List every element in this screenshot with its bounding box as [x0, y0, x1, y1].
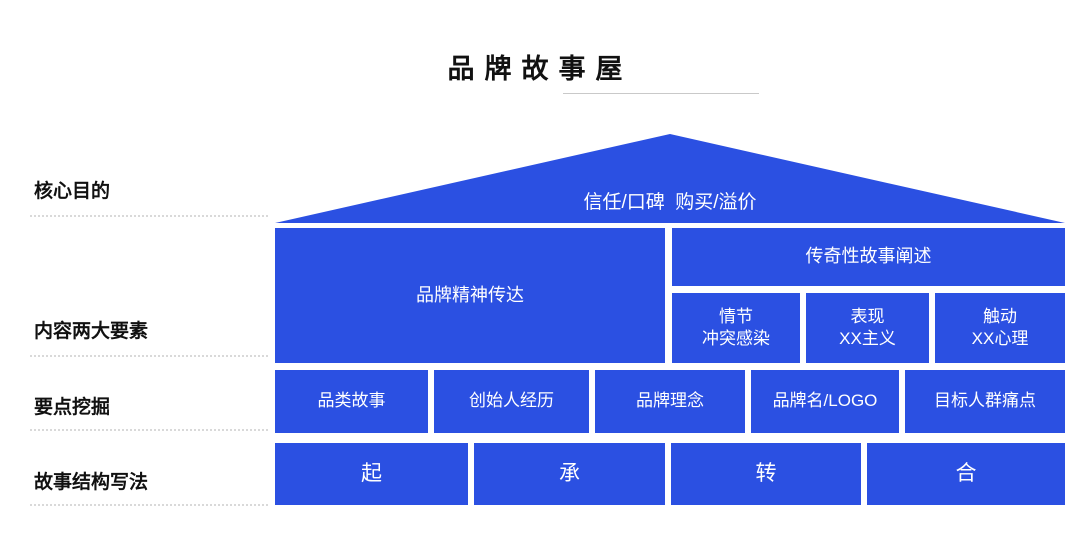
block-express-ism-line1: 表现 [850, 306, 885, 326]
row-label-content-elements: 内容两大要素 [34, 321, 149, 342]
page-title: 品牌故事屋 [447, 54, 633, 84]
block-touch-psychology-line1: 触动 [983, 306, 1017, 326]
separator-dashed-3 [30, 429, 268, 431]
block-structure-cheng: 承 [474, 443, 665, 505]
block-founder-experience: 创始人经历 [434, 370, 589, 433]
block-brand-name-logo: 品牌名/LOGO [751, 370, 899, 433]
block-brand-spirit: 品牌精神传达 [275, 228, 665, 363]
block-structure-qi: 起 [275, 443, 468, 505]
title-underline [563, 93, 759, 94]
block-structure-he: 合 [867, 443, 1065, 505]
block-plot-conflict-line1: 情节 [719, 306, 753, 326]
block-plot-conflict: 情节 冲突感染 [672, 293, 800, 363]
separator-dashed-1 [30, 215, 268, 217]
roof-text: 信任/口碑 购买/溢价 [583, 192, 757, 213]
separator-dashed-2 [30, 355, 268, 357]
block-touch-psychology-line2: XX心理 [971, 329, 1029, 348]
separator-dashed-4 [30, 504, 268, 506]
roof-triangle: 信任/口碑 购买/溢价 [275, 134, 1065, 223]
block-legendary-story-header: 传奇性故事阐述 [672, 228, 1065, 286]
block-express-ism-line2: XX主义 [839, 329, 896, 348]
block-express-ism: 表现 XX主义 [806, 293, 929, 363]
block-category-story: 品类故事 [275, 370, 428, 433]
block-structure-zhuan: 转 [671, 443, 861, 505]
block-brand-concept: 品牌理念 [595, 370, 745, 433]
row-label-story-structure: 故事结构写法 [34, 472, 149, 493]
block-touch-psychology: 触动 XX心理 [935, 293, 1065, 363]
row-label-key-mining: 要点挖掘 [34, 397, 111, 418]
row-label-core-purpose: 核心目的 [34, 181, 111, 202]
block-target-pain-points: 目标人群痛点 [905, 370, 1065, 433]
block-plot-conflict-line2: 冲突感染 [702, 329, 770, 348]
